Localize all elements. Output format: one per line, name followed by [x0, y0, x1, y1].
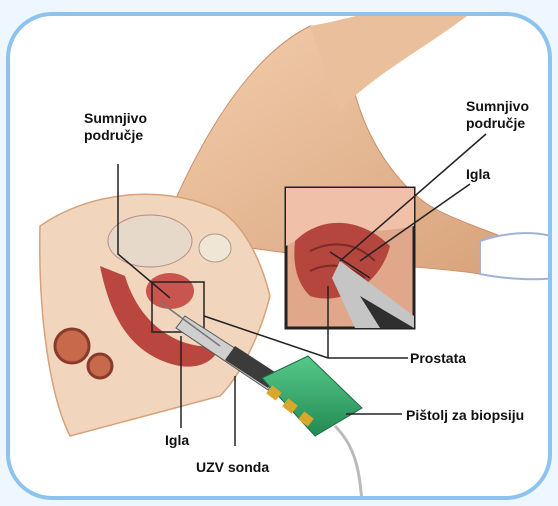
- label-prostate: Prostata: [410, 350, 466, 367]
- label-suspicious-area-left-line1: Sumnjivo: [84, 110, 147, 127]
- pubic-bone: [199, 234, 231, 262]
- label-suspicious-area-right-line2: područje: [466, 115, 529, 132]
- label-ultrasound-probe: UZV sonda: [196, 459, 269, 476]
- magnified-inset: [286, 188, 414, 328]
- intestine-loop-2: [88, 354, 112, 378]
- label-suspicious-area-left: Sumnjivo područje: [84, 110, 147, 144]
- biopsy-illustration: [10, 16, 552, 500]
- label-suspicious-area-right-line1: Sumnjivo: [466, 98, 529, 115]
- bladder: [108, 215, 192, 267]
- diagram-frame: Sumnjivo područje Sumnjivo područje Igla…: [6, 12, 552, 500]
- label-biopsy-gun: Pištolj za biopsiju: [406, 407, 524, 424]
- label-needle-right: Igla: [466, 166, 490, 183]
- prostate-organ: [146, 273, 194, 309]
- cloth: [480, 233, 552, 279]
- biopsy-gun: [262, 356, 362, 500]
- intestine-loop-1: [55, 329, 89, 363]
- label-needle-bottom: Igla: [165, 432, 189, 449]
- label-suspicious-area-right: Sumnjivo područje: [466, 98, 529, 132]
- shin: [310, 16, 480, 111]
- label-suspicious-area-left-line2: područje: [84, 127, 147, 144]
